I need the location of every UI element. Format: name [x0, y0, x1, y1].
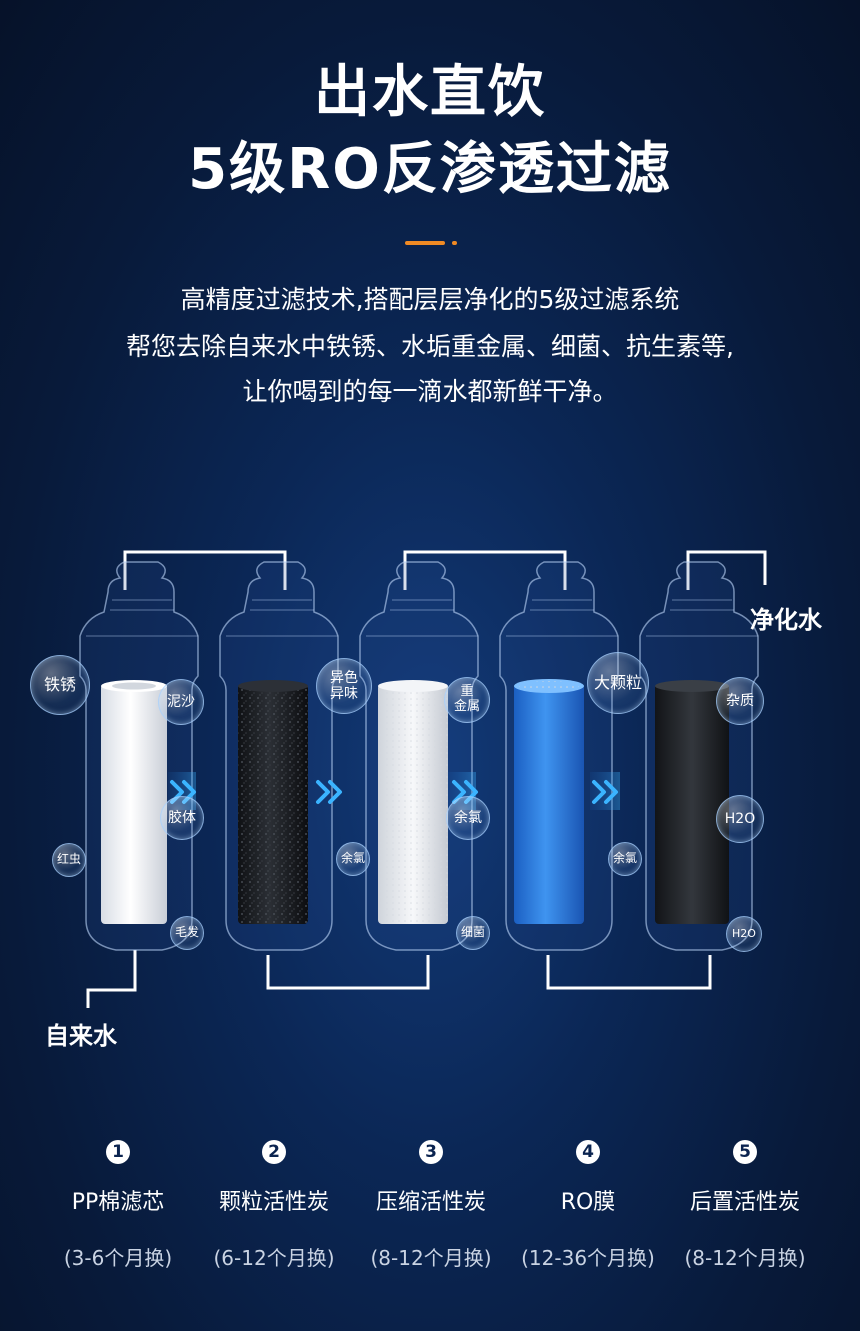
bubble-yulv-3: 余氯: [608, 842, 642, 876]
step-life-1: (3-6个月换): [63, 1246, 173, 1270]
step-life-3: (8-12个月换): [370, 1246, 492, 1270]
bubble-nisha: 泥沙: [158, 679, 204, 725]
step-number-1: 1: [106, 1140, 130, 1164]
filtration-diagram: [79, 550, 767, 1008]
filter-housing-2: [219, 561, 339, 951]
bubble-xijun: 细菌: [456, 916, 490, 950]
step-number-3: 3: [419, 1140, 443, 1164]
bubble-tiexiu: 铁锈: [30, 655, 90, 715]
step-number-4: 4: [576, 1140, 600, 1164]
page-title: 出水直饮: [314, 60, 546, 125]
filter-housing-3: [359, 561, 479, 951]
step-life-4: (12-36个月换): [521, 1246, 655, 1270]
bubble-maofa: 毛发: [170, 916, 204, 950]
step-name-3: 压缩活性炭: [375, 1190, 486, 1215]
filter-housing-5: [639, 561, 759, 951]
bubble-hongchong: 红虫: [52, 843, 86, 877]
inlet-label: 自来水: [45, 1022, 117, 1050]
filter-housing-4: [499, 561, 619, 951]
step-number-5: 5: [733, 1140, 757, 1164]
water-pipes: [86, 550, 767, 1008]
step-1: 1 PP棉滤芯 (3-6个月换): [32, 1140, 204, 1271]
step-name-1: PP棉滤芯: [71, 1190, 165, 1215]
flow-arrow-2: [316, 780, 342, 804]
bubble-jiaoti: 胶体: [160, 796, 204, 840]
bubble-yulv-2: 余氯: [446, 796, 490, 840]
title-accent-dot: [452, 241, 457, 245]
page-subtitle: 5级RO反渗透过滤: [188, 137, 672, 202]
bubble-zazhi: 杂质: [716, 677, 764, 725]
description-line-2: 帮您去除自来水中铁锈、水垢重金属、细菌、抗生素等,: [126, 332, 734, 361]
bubble-h2o-2: H2O: [726, 916, 762, 952]
filter-housing-1: [79, 561, 199, 951]
outlet-label: 净化水: [750, 606, 822, 634]
flow-arrow-4: [590, 772, 620, 810]
step-name-4: RO膜: [560, 1190, 616, 1215]
step-number-2: 2: [262, 1140, 286, 1164]
description-line-3: 让你喝到的每一滴水都新鲜干净。: [242, 377, 618, 406]
bubble-yise-text: 异色: [330, 669, 358, 686]
step-name-5: 后置活性炭: [689, 1190, 800, 1215]
description-line-1: 高精度过滤技术,搭配层层净化的5级过滤系统: [180, 285, 680, 314]
step-4: 4 RO膜 (12-36个月换): [502, 1140, 674, 1271]
step-life-5: (8-12个月换): [684, 1246, 806, 1270]
bubble-zhongjinshu: 重 金属: [444, 677, 490, 723]
title-accent-bar: [405, 241, 445, 245]
bubble-dakeli: 大颗粒: [587, 652, 649, 714]
bubble-jinshu-text: 金属: [453, 699, 480, 714]
step-2: 2 颗粒活性炭 (6-12个月换): [188, 1140, 360, 1271]
step-life-2: (6-12个月换): [213, 1246, 335, 1270]
bubble-yise-yiwei: 异色 异味: [316, 658, 372, 714]
step-3: 3 压缩活性炭 (8-12个月换): [345, 1140, 517, 1271]
step-name-2: 颗粒活性炭: [218, 1190, 329, 1215]
bubble-yulv-1: 余氯: [336, 842, 370, 876]
bubble-yiwei-text: 异味: [330, 686, 358, 702]
step-5: 5 后置活性炭 (8-12个月换): [659, 1140, 831, 1271]
bubble-h2o-1: H2O: [716, 795, 764, 843]
bubble-zhong-text: 重: [460, 684, 474, 700]
